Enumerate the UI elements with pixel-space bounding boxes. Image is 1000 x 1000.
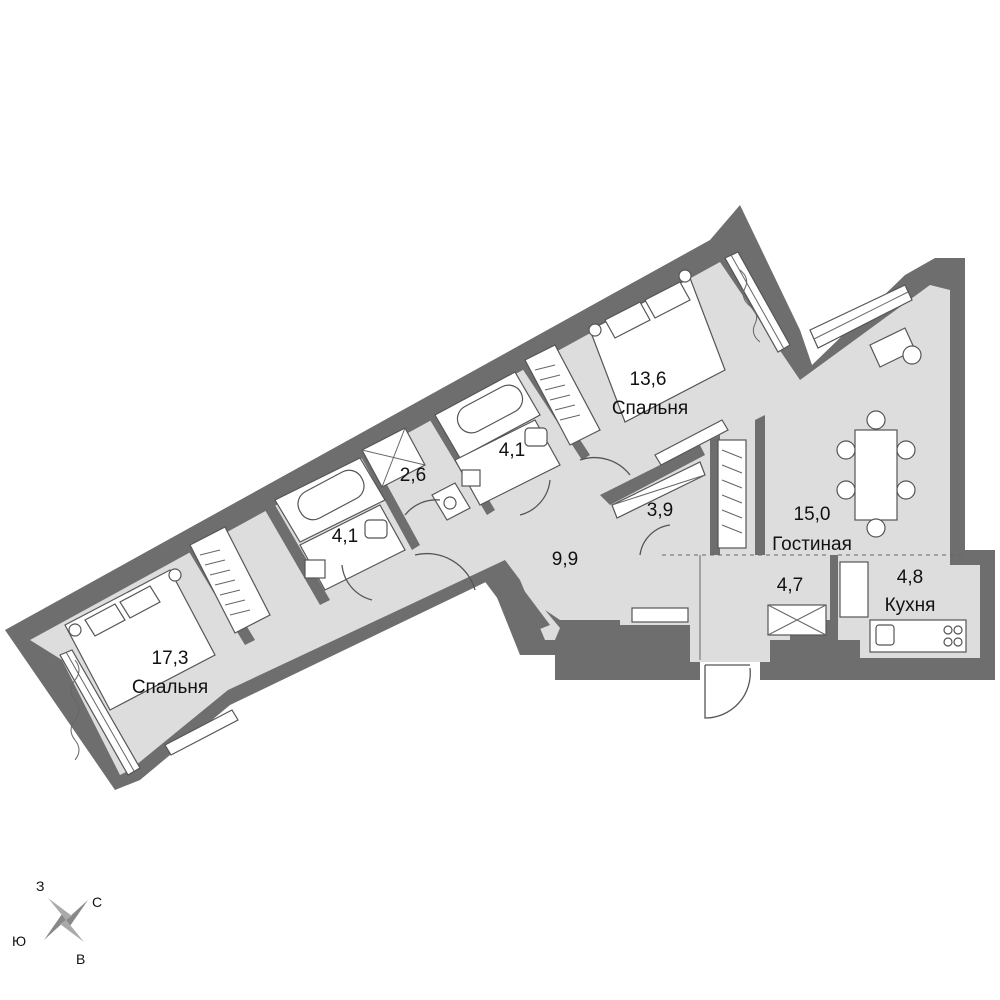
name-bedroom-left: Спальня [132,677,208,698]
area-bedroom-left: 17,3 [152,648,189,669]
name-kitchen: Кухня [885,595,936,616]
bath-left-fixtures [274,457,406,591]
name-living: Гостиная [772,534,852,555]
dining-set [836,410,916,538]
compass-north: С [92,894,102,910]
tv-stand-right [654,419,729,466]
room-labels: 17,3 Спальня 4,1 2,6 4,1 13,6 Спальня 9,… [132,369,936,698]
area-kitchen: 4,8 [897,567,923,588]
area-bath-right: 4,1 [499,440,525,461]
desk-chair [869,327,922,368]
compass-east: В [76,951,85,967]
windows [59,251,913,776]
area-bath-left: 4,1 [332,526,358,547]
area-hall: 9,9 [552,549,578,570]
area-living: 15,0 [794,504,831,525]
wardrobe-left [189,526,271,634]
compass-west: З [36,878,44,894]
closet-fixtures [611,439,747,549]
doors [341,457,751,719]
kitchen-fixtures [838,554,967,653]
wc-small-fixtures [361,427,471,521]
area-closet: 3,9 [647,500,673,521]
name-bedroom-right: Спальня [612,398,688,419]
bath-right-fixtures [434,371,561,506]
compass: З С Ю В [12,878,102,967]
area-wc-small: 2,6 [400,465,426,486]
compass-star-icon [44,898,88,942]
tv-stand-left [164,709,239,756]
wardrobe-right [524,344,601,446]
floor-area [30,262,980,775]
compass-south: Ю [12,933,26,949]
bed-right [588,269,726,423]
entry-fixtures [631,554,830,660]
area-entry: 4,7 [777,575,803,596]
bed-left [64,568,216,711]
area-bedroom-right: 13,6 [630,369,667,390]
